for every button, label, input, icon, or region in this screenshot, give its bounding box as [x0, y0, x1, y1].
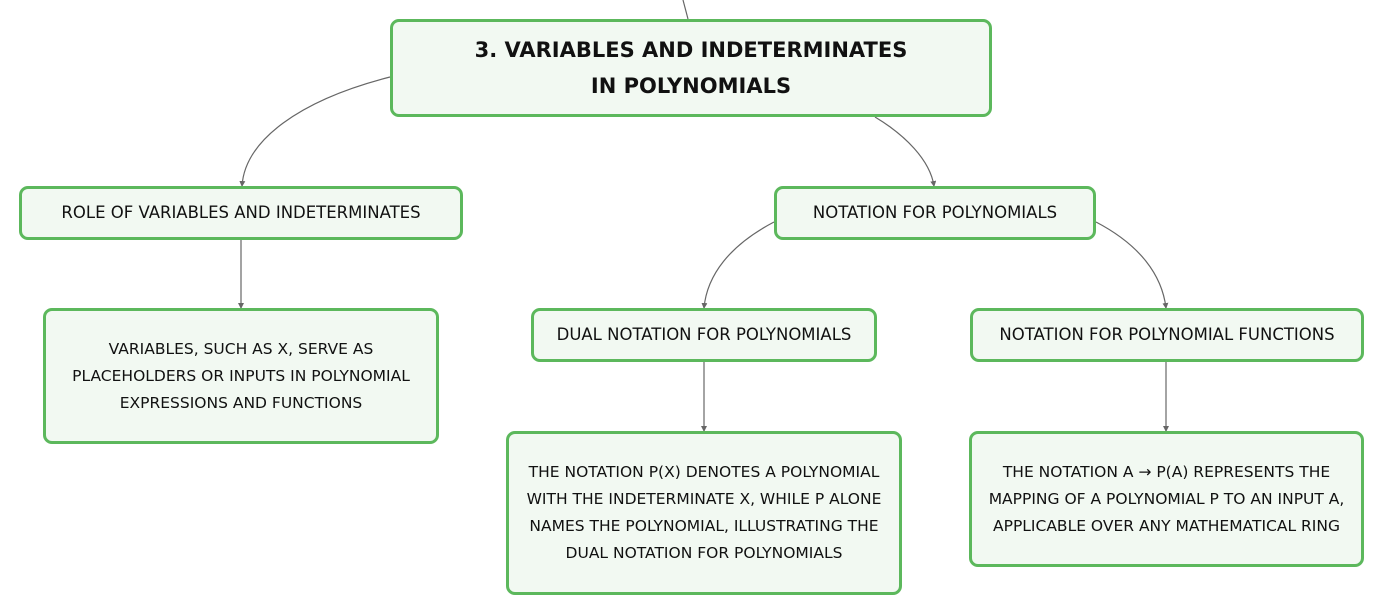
connector-notation-to-dual	[701, 221, 775, 309]
subtopic-dual-notation[interactable]: DUAL NOTATION FOR POLYNOMIALS	[531, 308, 877, 362]
detail-function-mapping[interactable]: THE NOTATION A → P(A) REPRESENTS THE MAP…	[969, 431, 1364, 567]
connector-root-to-role	[239, 76, 391, 187]
root-topic-label: 3. VARIABLES AND INDETERMINATES IN POLYN…	[474, 38, 908, 98]
detail-dual-text: THE NOTATION P(X) DENOTES A POLYNOMIAL W…	[526, 463, 882, 562]
detail-variables-text: VARIABLES, SUCH AS X, SERVE AS PLACEHOLD…	[72, 339, 410, 412]
topic-notation-for-polynomials[interactable]: NOTATION FOR POLYNOMIALS	[774, 186, 1096, 240]
subtopic-polynomial-functions-notation[interactable]: NOTATION FOR POLYNOMIAL FUNCTIONS	[970, 308, 1364, 362]
connector-parent-to-root	[682, 0, 689, 20]
connector-notation-to-functions	[1095, 221, 1169, 309]
topic-notation-label: NOTATION FOR POLYNOMIALS	[812, 203, 1058, 222]
topic-role-label: ROLE OF VARIABLES AND INDETERMINATES	[61, 203, 421, 222]
root-topic-node[interactable]: 3. VARIABLES AND INDETERMINATES IN POLYN…	[390, 19, 992, 117]
detail-variables-placeholders[interactable]: VARIABLES, SUCH AS X, SERVE AS PLACEHOLD…	[43, 308, 439, 444]
subtopic-dual-label: DUAL NOTATION FOR POLYNOMIALS	[556, 325, 852, 344]
topic-role-of-variables[interactable]: ROLE OF VARIABLES AND INDETERMINATES	[19, 186, 463, 240]
detail-dual-notation[interactable]: THE NOTATION P(X) DENOTES A POLYNOMIAL W…	[506, 431, 902, 595]
subtopic-functions-label: NOTATION FOR POLYNOMIAL FUNCTIONS	[999, 325, 1335, 344]
detail-mapping-text: THE NOTATION A → P(A) REPRESENTS THE MAP…	[988, 462, 1345, 535]
connector-root-to-notation	[874, 116, 937, 187]
